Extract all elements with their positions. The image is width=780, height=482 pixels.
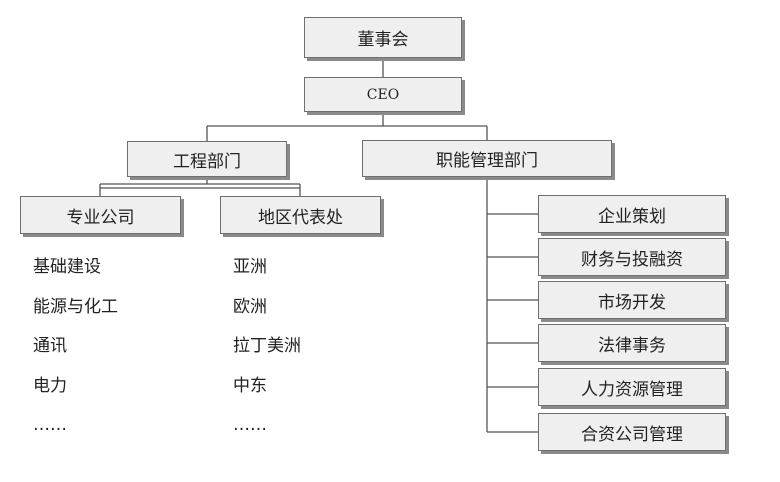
list-item: 拉丁美洲 — [233, 336, 301, 356]
list-item: …… — [33, 415, 67, 435]
list-item: 能源与化工 — [33, 296, 118, 317]
regional-office-list: 亚洲 欧洲 拉丁美洲 中东 …… — [233, 256, 301, 454]
functional-item-corporate-planning: 企业策划 — [538, 195, 726, 233]
regional-office-node: 地区代表处 — [220, 196, 381, 234]
functional-item-finance-investment: 财务与投融资 — [538, 238, 726, 276]
list-item: 中东 — [233, 375, 267, 396]
ceo-node: CEO — [304, 77, 462, 112]
list-item: 亚洲 — [233, 257, 267, 277]
functional-department-node: 职能管理部门 — [362, 140, 612, 177]
list-item: 基础建设 — [33, 257, 101, 277]
list-item: 通讯 — [33, 336, 67, 356]
functional-item-market-development: 市场开发 — [538, 281, 726, 319]
board-node: 董事会 — [304, 17, 462, 58]
functional-item-human-resources: 人力资源管理 — [538, 368, 726, 406]
professional-company-node: 专业公司 — [20, 196, 181, 234]
list-item: 电力 — [33, 375, 67, 396]
list-item: …… — [233, 415, 267, 435]
functional-item-joint-venture-management: 合资公司管理 — [538, 413, 726, 451]
list-item: 欧洲 — [233, 296, 267, 317]
engineering-department-node: 工程部门 — [127, 141, 287, 177]
professional-company-list: 基础建设 能源与化工 通讯 电力 …… — [33, 256, 118, 454]
functional-item-legal-affairs: 法律事务 — [538, 324, 726, 362]
